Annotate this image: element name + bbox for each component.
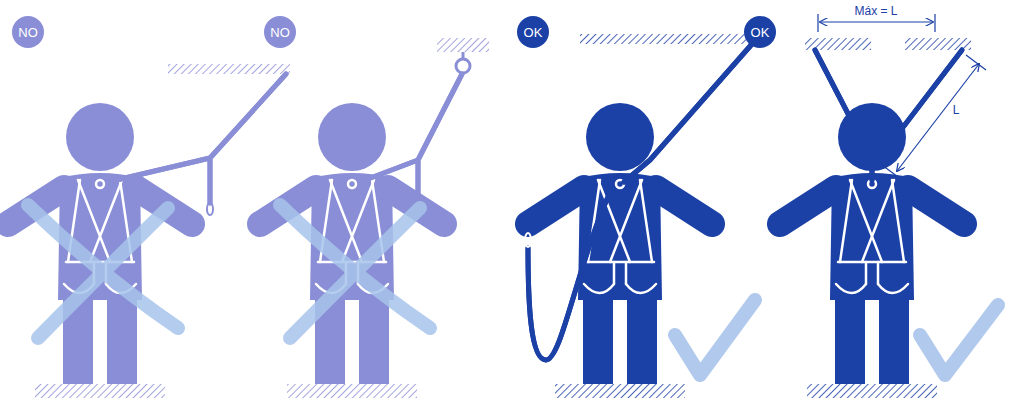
status-badge: NO [264, 16, 296, 48]
status-badge: OK [744, 16, 776, 48]
ground [555, 384, 685, 398]
ground [35, 384, 165, 398]
badge-text: OK [524, 26, 543, 39]
lanyard [360, 74, 462, 208]
anchor-point [437, 38, 489, 52]
worker-figure [525, 34, 756, 398]
dimension-tick [882, 55, 986, 180]
worker-figure [780, 14, 998, 398]
badge-text: OK [751, 26, 770, 39]
worker-figure [8, 64, 290, 398]
dimension-line [897, 64, 979, 171]
anchor-point [168, 64, 290, 74]
worker-figure [260, 38, 489, 398]
cross-mark [28, 205, 178, 338]
dimension-label: L [951, 104, 962, 116]
lanyard [528, 44, 752, 360]
cross-mark [280, 205, 430, 338]
lanyard [108, 74, 286, 203]
check-mark [920, 305, 998, 375]
hook [525, 233, 531, 247]
badge-text: NO [18, 26, 38, 39]
status-badge: NO [12, 16, 44, 48]
dimension-label: Máx = L [852, 5, 899, 17]
check-mark [675, 300, 755, 375]
status-badge: OK [517, 16, 549, 48]
hook [207, 203, 213, 215]
badge-text: NO [270, 26, 290, 39]
dimension-line [820, 21, 933, 22]
ground [807, 384, 937, 398]
anchor-ring [456, 59, 470, 73]
ground [287, 384, 417, 398]
anchor-point [580, 34, 756, 44]
